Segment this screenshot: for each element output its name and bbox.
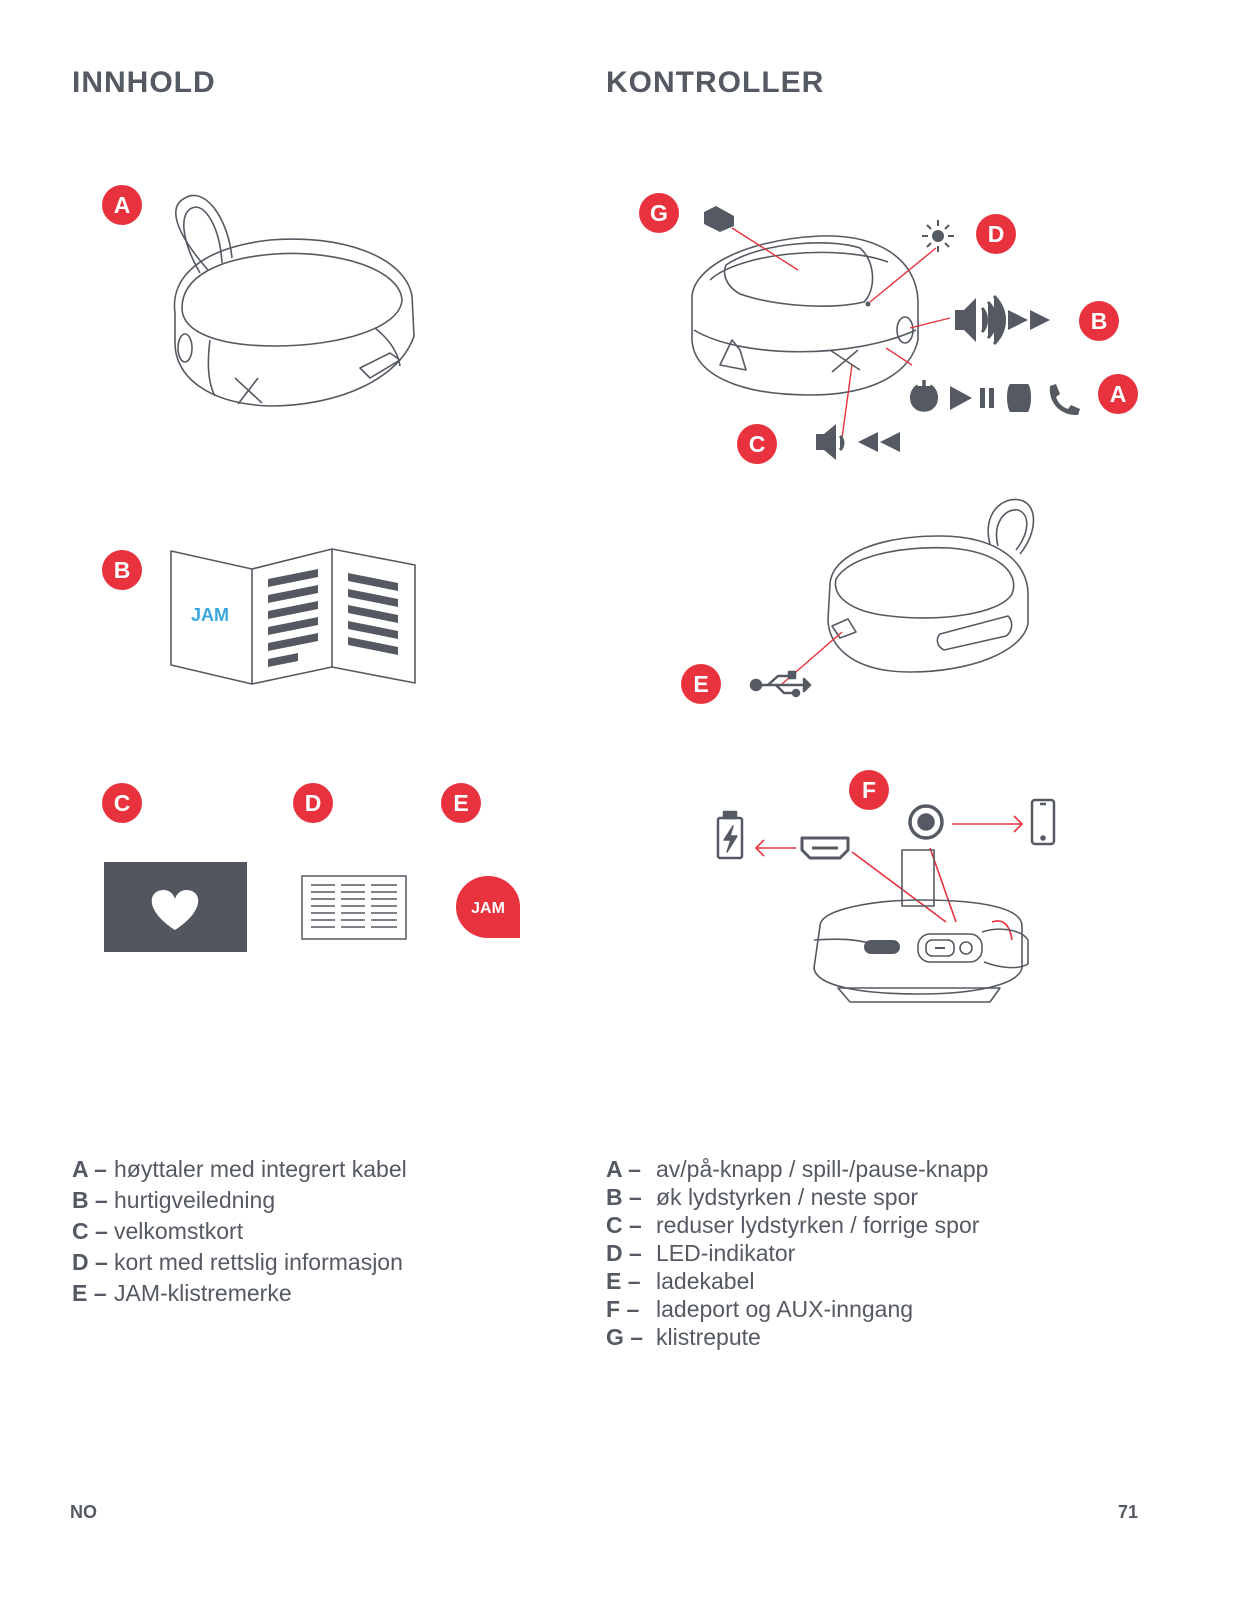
sticky-pad-icon bbox=[704, 206, 734, 232]
controls-legend-item: B – øk lydstyrken / neste spor bbox=[606, 1184, 988, 1212]
controls-badge-c: C bbox=[737, 424, 777, 464]
legend-key: A – bbox=[72, 1156, 107, 1182]
footer-page-number: 71 bbox=[1118, 1502, 1139, 1522]
legend-text: klistrepute bbox=[656, 1324, 761, 1350]
quick-guide-logo: JAM bbox=[191, 605, 229, 625]
controls-legend-item: A – av/på-knapp / spill-/pause-knapp bbox=[606, 1156, 988, 1184]
next-track-icon bbox=[1008, 310, 1050, 330]
controls-legend-item: E – ladekabel bbox=[606, 1268, 988, 1296]
contents-legend: A – høyttaler med integrert kabel B –hurt… bbox=[72, 1156, 407, 1311]
legend-key: G – bbox=[606, 1324, 644, 1350]
legend-text: ladeport og AUX-inngang bbox=[656, 1296, 914, 1322]
pause-icon bbox=[980, 388, 994, 408]
speaker-controls-illustration bbox=[691, 206, 1080, 460]
aux-port-icon bbox=[908, 804, 944, 840]
phone-icon bbox=[1049, 384, 1080, 416]
welcome-card-illustration bbox=[104, 862, 247, 952]
legend-key: C – bbox=[606, 1212, 642, 1238]
battery-charge-icon bbox=[716, 810, 744, 860]
legend-text: hurtigveiledning bbox=[114, 1187, 276, 1213]
legend-text: velkomstkort bbox=[114, 1218, 244, 1244]
legend-key: D – bbox=[72, 1249, 108, 1275]
contents-legend-item: C –velkomstkort bbox=[72, 1218, 407, 1249]
controls-legend-item: D – LED-indikator bbox=[606, 1240, 988, 1268]
contents-badge-a: A bbox=[102, 185, 142, 225]
controls-legend-item: F – ladeport og AUX-inngang bbox=[606, 1296, 988, 1324]
controls-badge-g: G bbox=[639, 193, 679, 233]
controls-badge-e: E bbox=[681, 664, 721, 704]
controls-badge-f: F bbox=[849, 770, 889, 810]
contents-legend-item: B –hurtigveiledning bbox=[72, 1187, 407, 1218]
usb-icon bbox=[749, 670, 812, 698]
legal-info-card-illustration bbox=[301, 875, 407, 940]
controls-legend-item: C – reduser lydstyrken / forrige spor bbox=[606, 1212, 988, 1240]
bluetooth-icon bbox=[1007, 384, 1031, 412]
contents-badge-c: C bbox=[102, 783, 142, 823]
legend-text: LED-indikator bbox=[656, 1240, 796, 1266]
quick-guide-illustration: JAM bbox=[170, 548, 416, 685]
legend-text: JAM-klistremerke bbox=[114, 1280, 292, 1306]
smartphone-icon bbox=[1030, 798, 1056, 846]
controls-legend: A – av/på-knapp / spill-/pause-knapp B – ø… bbox=[606, 1156, 988, 1352]
legend-text: av/på-knapp / spill-/pause-knapp bbox=[656, 1156, 989, 1182]
legend-key: B – bbox=[72, 1187, 108, 1213]
legend-key: B – bbox=[606, 1184, 642, 1210]
legend-text: reduser lydstyrken / forrige spor bbox=[656, 1212, 980, 1238]
heart-icon bbox=[151, 890, 199, 930]
play-icon bbox=[950, 386, 972, 410]
legend-key: A – bbox=[606, 1156, 641, 1182]
previous-track-icon bbox=[858, 432, 900, 452]
contents-badge-e: E bbox=[441, 783, 481, 823]
speaker-port-illustration bbox=[716, 798, 1056, 1003]
footer-language: NO bbox=[70, 1502, 97, 1522]
controls-badge-b: B bbox=[1079, 301, 1119, 341]
contents-heading: INNHOLD bbox=[72, 66, 216, 99]
legend-key: E – bbox=[72, 1280, 107, 1306]
legend-key: C – bbox=[72, 1218, 108, 1244]
led-sun-icon bbox=[922, 220, 954, 252]
contents-badge-b: B bbox=[102, 550, 142, 590]
charge-port-icon bbox=[800, 836, 850, 860]
legend-key: F – bbox=[606, 1296, 640, 1322]
jam-sticker-illustration: JAM bbox=[456, 876, 520, 938]
legend-key: E – bbox=[606, 1268, 641, 1294]
legend-key: D – bbox=[606, 1240, 642, 1266]
controls-heading: KONTROLLER bbox=[606, 66, 825, 99]
controls-legend-item: G – klistrepute bbox=[606, 1324, 988, 1352]
legend-text: øk lydstyrken / neste spor bbox=[656, 1184, 919, 1210]
controls-badge-a: A bbox=[1098, 374, 1138, 414]
legend-text: høyttaler med integrert kabel bbox=[114, 1156, 407, 1182]
volume-down-icon bbox=[816, 424, 845, 460]
legend-text: ladekabel bbox=[656, 1268, 755, 1294]
contents-legend-item: D –kort med rettslig informasjon bbox=[72, 1249, 407, 1280]
sticker-logo: JAM bbox=[471, 900, 505, 917]
volume-up-icon bbox=[955, 294, 1006, 346]
contents-badge-d: D bbox=[293, 783, 333, 823]
power-icon bbox=[910, 380, 938, 412]
controls-badge-d: D bbox=[976, 214, 1016, 254]
contents-legend-item: A – høyttaler med integrert kabel bbox=[72, 1156, 407, 1187]
speaker-with-strap-illustration bbox=[173, 194, 415, 407]
legend-text: kort med rettslig informasjon bbox=[114, 1249, 403, 1275]
speaker-usb-cable-illustration bbox=[749, 498, 1035, 698]
contents-legend-item: E – JAM-klistremerke bbox=[72, 1280, 407, 1311]
